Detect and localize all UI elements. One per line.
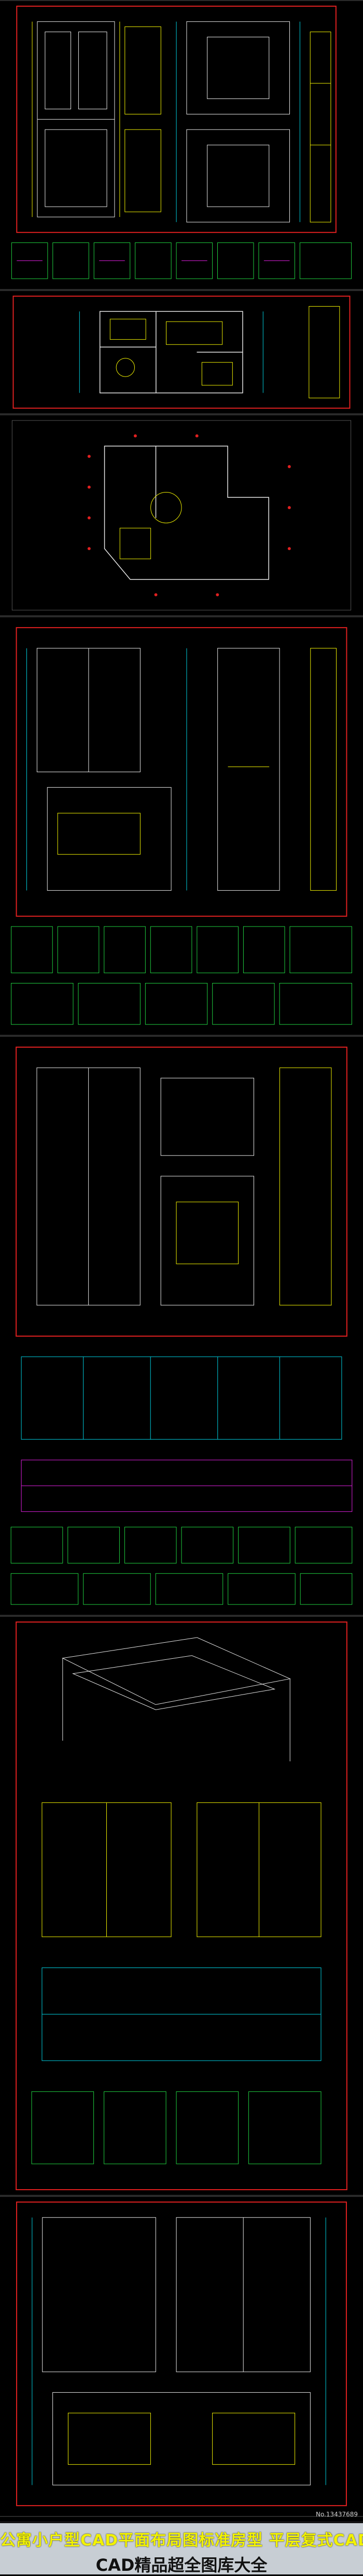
- cad-drawing-elevations-4: [16, 2201, 347, 2507]
- cad-drawing-elevations-1: [11, 5, 352, 279]
- cad-sheet-ceiling-plan: [0, 414, 363, 616]
- cad-drawing-ceiling-plan: [11, 420, 352, 611]
- cad-drawing-elevations-2: [11, 627, 352, 1025]
- cad-sheet-elevations-1: [0, 0, 363, 290]
- footer-title: 公寓小户型CAD平面布局图标准房型 平层复式CAD: [0, 2531, 363, 2550]
- cad-sheet-ceiling-details: [0, 1616, 363, 2196]
- cad-drawing-elevations-3: [10, 1046, 353, 1605]
- image-number: No.13437689: [316, 2511, 358, 2518]
- cad-sheet-elevations-2: [0, 616, 363, 1036]
- footer-subtitle: CAD精品超全图库大全: [95, 2555, 268, 2575]
- cad-drawing-ceiling-details: [16, 1621, 347, 2191]
- cad-sheet-floor-plan: [0, 290, 363, 414]
- cad-drawing-floor-plan: [12, 295, 351, 409]
- cad-sheet-elevations-3: [0, 1036, 363, 1616]
- cad-sheet-elevations-4: [0, 2196, 363, 2517]
- footer-banner: 公寓小户型CAD平面布局图标准房型 平层复式CAD CAD精品超全图库大全: [0, 2521, 363, 2575]
